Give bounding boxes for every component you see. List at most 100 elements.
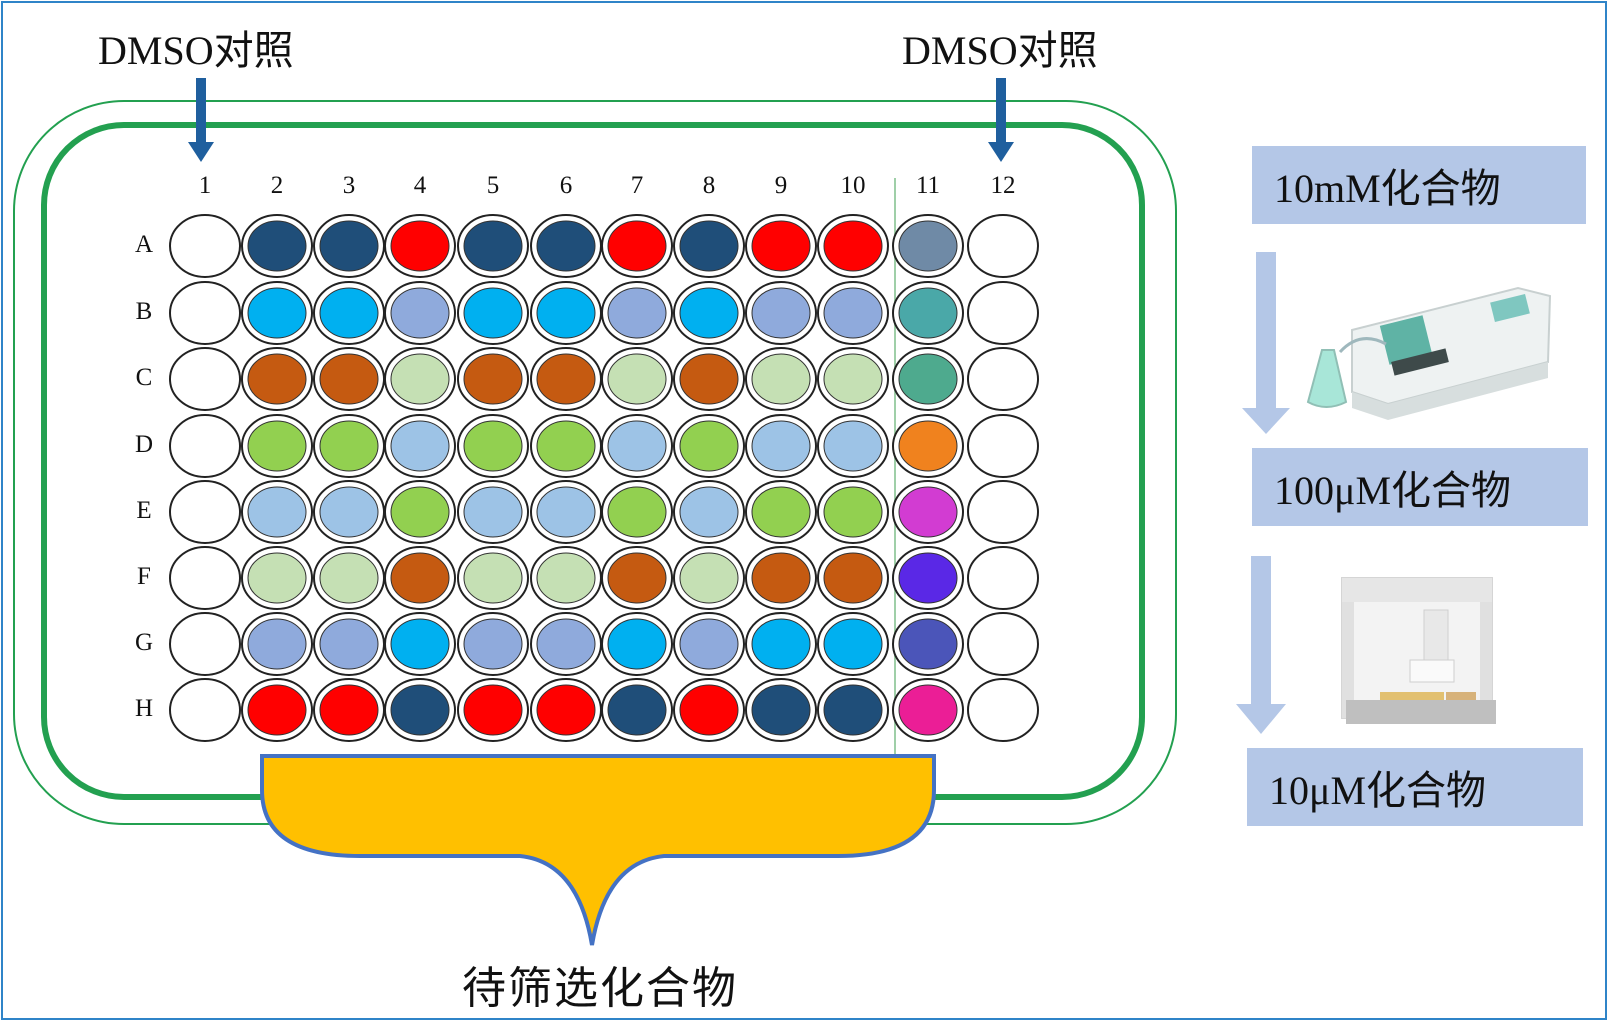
well-E12	[967, 480, 1039, 544]
well-fill-B3	[319, 287, 379, 339]
well-fill-H3	[319, 684, 379, 736]
column-number-6: 6	[559, 172, 573, 199]
well-fill-E6	[536, 486, 596, 538]
well-fill-G11	[898, 618, 958, 670]
well-fill-E4	[390, 486, 450, 538]
row-label-A: A	[134, 231, 154, 258]
well-fill-G4	[390, 618, 450, 670]
well-fill-F9	[751, 552, 811, 604]
well-D1	[169, 414, 241, 478]
well-fill-G3	[319, 618, 379, 670]
dmso-right-arrow	[988, 78, 1014, 162]
well-fill-A6	[536, 220, 596, 272]
column-number-4: 4	[413, 172, 427, 199]
row-label-F: F	[137, 563, 151, 590]
well-E1	[169, 480, 241, 544]
well-fill-C9	[751, 353, 811, 405]
well-fill-B10	[823, 287, 883, 339]
well-fill-F11	[898, 552, 958, 604]
well-fill-E5	[463, 486, 523, 538]
well-fill-C6	[536, 353, 596, 405]
well-fill-H11	[898, 684, 958, 736]
well-fill-C8	[679, 353, 739, 405]
dmso-left-arrow	[188, 78, 214, 162]
well-fill-C7	[607, 353, 667, 405]
well-fill-B7	[607, 287, 667, 339]
well-fill-G2	[247, 618, 307, 670]
well-fill-D2	[247, 420, 307, 472]
row-label-B: B	[135, 298, 153, 325]
column-number-2: 2	[270, 172, 284, 199]
well-fill-H8	[679, 684, 739, 736]
well-fill-H9	[751, 684, 811, 736]
well-fill-G7	[607, 618, 667, 670]
well-F12	[967, 546, 1039, 610]
well-B1	[169, 281, 241, 345]
well-C12	[967, 347, 1039, 411]
well-fill-D9	[751, 420, 811, 472]
well-fill-G6	[536, 618, 596, 670]
well-fill-D8	[679, 420, 739, 472]
well-fill-E7	[607, 486, 667, 538]
dmso-control-label-left: DMSO对照	[98, 28, 294, 73]
well-fill-F8	[679, 552, 739, 604]
column-number-10: 10	[840, 172, 866, 199]
well-fill-G8	[679, 618, 739, 670]
well-fill-A11	[898, 220, 958, 272]
liquid-handler-icon	[1341, 577, 1496, 724]
row-label-H: H	[134, 695, 154, 722]
well-H1	[169, 678, 241, 742]
compounds-to-screen-label: 待筛选化合物	[462, 963, 738, 1014]
compound-bracket	[260, 754, 936, 946]
well-fill-H4	[390, 684, 450, 736]
well-fill-G9	[751, 618, 811, 670]
well-fill-H2	[247, 684, 307, 736]
well-A1	[169, 214, 241, 278]
row-label-E: E	[136, 497, 152, 524]
well-fill-F4	[390, 552, 450, 604]
well-fill-C11	[898, 353, 958, 405]
column-number-5: 5	[486, 172, 500, 199]
row-label-G: G	[134, 629, 154, 656]
well-fill-E3	[319, 486, 379, 538]
well-fill-B2	[247, 287, 307, 339]
step-100uM-box: 100μM化合物	[1252, 448, 1588, 526]
well-fill-E2	[247, 486, 307, 538]
well-grid	[169, 214, 1039, 742]
well-fill-A5	[463, 220, 523, 272]
well-fill-D3	[319, 420, 379, 472]
well-fill-G10	[823, 618, 883, 670]
well-fill-D11	[898, 420, 958, 472]
well-fill-D5	[463, 420, 523, 472]
well-H12	[967, 678, 1039, 742]
step-10uM-box: 10μM化合物	[1247, 748, 1583, 826]
well-fill-A8	[679, 220, 739, 272]
column-number-12: 12	[990, 172, 1016, 199]
well-fill-E10	[823, 486, 883, 538]
well-fill-A2	[247, 220, 307, 272]
well-fill-H7	[607, 684, 667, 736]
well-A12	[967, 214, 1039, 278]
well-fill-G5	[463, 618, 523, 670]
well-fill-E8	[679, 486, 739, 538]
well-fill-F2	[247, 552, 307, 604]
well-fill-C10	[823, 353, 883, 405]
column-number-1: 1	[198, 172, 212, 199]
dmso-control-label-right: DMSO对照	[902, 28, 1098, 73]
well-C1	[169, 347, 241, 411]
well-F1	[169, 546, 241, 610]
well-fill-F10	[823, 552, 883, 604]
well-fill-H10	[823, 684, 883, 736]
well-fill-B8	[679, 287, 739, 339]
step-arrow-1	[1242, 252, 1290, 434]
well-fill-C2	[247, 353, 307, 405]
well-fill-A3	[319, 220, 379, 272]
well-fill-E11	[898, 486, 958, 538]
well-fill-C3	[319, 353, 379, 405]
well-fill-F5	[463, 552, 523, 604]
well-fill-F7	[607, 552, 667, 604]
well-fill-D6	[536, 420, 596, 472]
well-fill-H6	[536, 684, 596, 736]
